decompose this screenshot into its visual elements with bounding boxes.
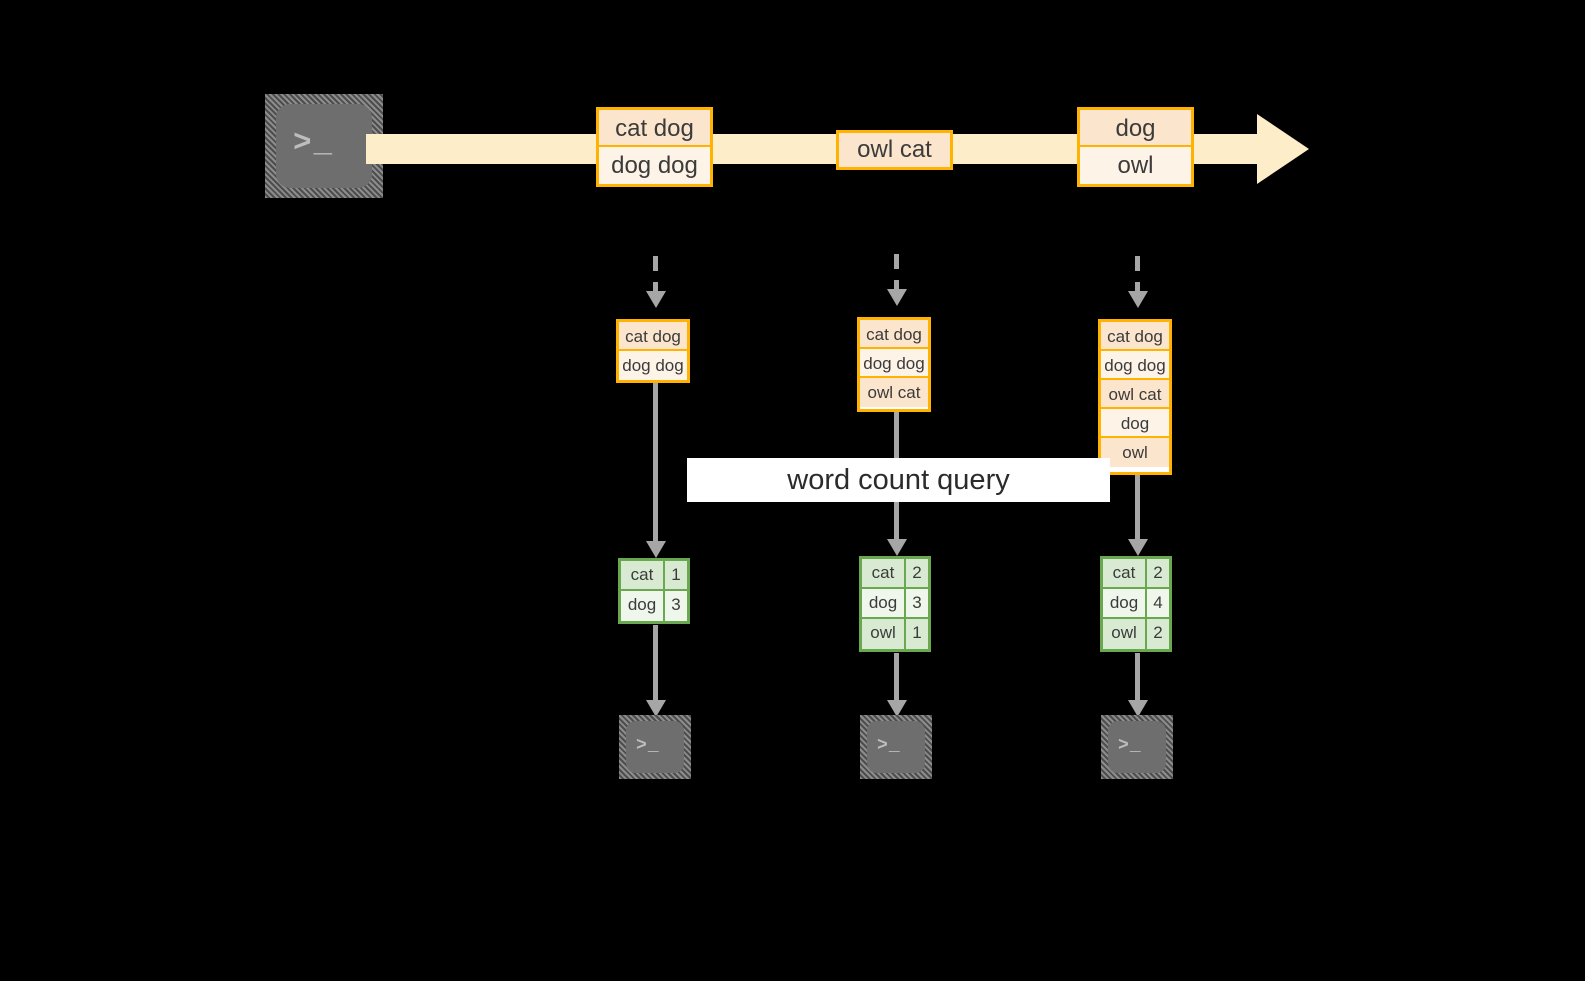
- connector-arrowhead-icon: [645, 291, 666, 308]
- connector-arrowhead-icon: [1127, 539, 1148, 556]
- connector-shaft: [653, 383, 658, 541]
- arrow-triangle: [1257, 114, 1309, 184]
- record-line: dog dog: [599, 147, 710, 184]
- word-cell: cat: [1103, 559, 1147, 587]
- sink-terminal-icon-3: >_: [1101, 715, 1173, 779]
- count-cell: 1: [665, 561, 687, 589]
- connector-shaft: [1135, 475, 1140, 539]
- sink-terminal-icon-2: >_: [860, 715, 932, 779]
- record-line: dog: [1080, 110, 1191, 147]
- word-cell: cat: [862, 559, 906, 587]
- result-table-3: cat 2 dog 4 owl 2: [1100, 556, 1172, 652]
- terminal-prompt-glyph: >_: [877, 736, 901, 756]
- source-terminal-icon: >_: [265, 94, 383, 198]
- stack-line: owl cat: [1101, 380, 1169, 409]
- stack-line: cat dog: [1101, 322, 1169, 351]
- connector-shaft: [894, 653, 899, 700]
- terminal-prompt-glyph: >_: [636, 736, 660, 756]
- record-line: owl cat: [839, 133, 950, 167]
- word-cell: cat: [621, 561, 665, 589]
- terminal-prompt-glyph: >_: [293, 126, 334, 161]
- terminal-screen: [276, 104, 372, 188]
- stack-line: owl cat: [860, 378, 928, 407]
- word-cell: owl: [862, 619, 906, 649]
- word-cell: dog: [621, 591, 665, 621]
- terminal-screen: [626, 721, 684, 773]
- connector-shaft: [653, 256, 658, 291]
- table-row: owl 2: [1103, 619, 1169, 649]
- result-table-1: cat 1 dog 3: [618, 558, 690, 624]
- sink-terminal-icon-1: >_: [619, 715, 691, 779]
- accumulated-stack-3: cat dog dog dog owl cat dog owl: [1098, 319, 1172, 475]
- count-cell: 1: [906, 619, 928, 649]
- accumulated-stack-2: cat dog dog dog owl cat: [857, 317, 931, 412]
- stack-line: dog dog: [619, 351, 687, 380]
- table-row: cat 2: [862, 559, 928, 589]
- table-row: cat 1: [621, 561, 687, 591]
- stack-line: dog dog: [1101, 351, 1169, 380]
- count-cell: 2: [1147, 559, 1169, 587]
- connector-arrowhead-icon: [645, 700, 666, 717]
- stream-record-2: owl cat: [836, 130, 953, 170]
- stream-arrow-head-icon: [1257, 114, 1309, 184]
- connector-arrowhead-icon: [886, 539, 907, 556]
- count-cell: 3: [906, 589, 928, 617]
- connector-arrowhead-icon: [886, 700, 907, 717]
- count-cell: 3: [665, 591, 687, 621]
- stack-line: cat dog: [860, 320, 928, 349]
- query-label-band: word count query: [687, 458, 1110, 502]
- connector-shaft: [653, 625, 658, 700]
- table-row: owl 1: [862, 619, 928, 649]
- result-table-2: cat 2 dog 3 owl 1: [859, 556, 931, 652]
- word-cell: dog: [862, 589, 906, 617]
- terminal-screen: [1108, 721, 1166, 773]
- query-label: word count query: [787, 463, 1010, 496]
- stack-line: dog dog: [860, 349, 928, 378]
- stream-record-1: cat dog dog dog: [596, 107, 713, 187]
- record-line: owl: [1080, 147, 1191, 184]
- count-cell: 2: [906, 559, 928, 587]
- table-row: dog 3: [621, 591, 687, 621]
- word-cell: dog: [1103, 589, 1147, 617]
- stack-line: cat dog: [619, 322, 687, 351]
- table-row: dog 3: [862, 589, 928, 619]
- stack-line: dog: [1101, 409, 1169, 438]
- stack-line: owl: [1101, 438, 1169, 467]
- connector-shaft: [1135, 256, 1140, 291]
- connector-shaft: [894, 254, 899, 289]
- count-cell: 2: [1147, 619, 1169, 649]
- stream-record-3: dog owl: [1077, 107, 1194, 187]
- connector-arrowhead-icon: [645, 541, 666, 558]
- table-row: cat 2: [1103, 559, 1169, 589]
- connector-arrowhead-icon: [886, 289, 907, 306]
- terminal-screen: [867, 721, 925, 773]
- terminal-prompt-glyph: >_: [1118, 736, 1142, 756]
- connector-arrowhead-icon: [1127, 291, 1148, 308]
- record-line: cat dog: [599, 110, 710, 147]
- word-cell: owl: [1103, 619, 1147, 649]
- connector-arrowhead-icon: [1127, 700, 1148, 717]
- accumulated-stack-1: cat dog dog dog: [616, 319, 690, 383]
- connector-shaft: [1135, 653, 1140, 700]
- table-row: dog 4: [1103, 589, 1169, 619]
- count-cell: 4: [1147, 589, 1169, 617]
